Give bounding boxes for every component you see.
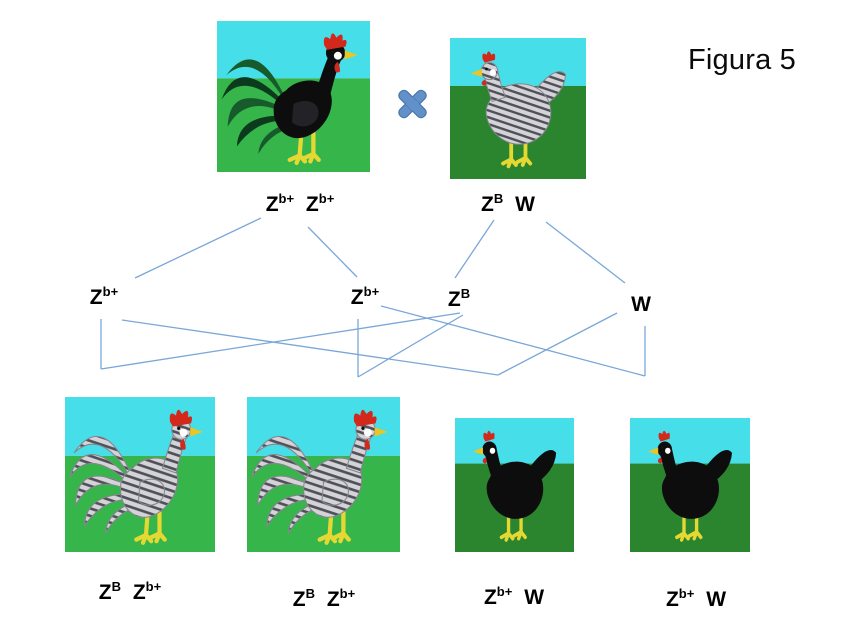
gamete-3-label: ZB — [447, 286, 471, 311]
line-gamete-1-to-offspring-3 — [121, 319, 499, 376]
chicken-svg — [65, 397, 215, 552]
cross-icon — [396, 85, 429, 123]
allele-superscript: b+ — [145, 579, 162, 594]
chicken-svg — [450, 38, 586, 179]
cross-symbol-svg — [398, 89, 427, 119]
offspring-4-genotype-label: Zb+ W — [665, 586, 727, 611]
line-parent-male-allele-1-to-gamete-1 — [134, 217, 262, 279]
line-parent-female-allele-ZB-to-gamete-3 — [454, 219, 495, 279]
allele-superscript: b+ — [278, 191, 295, 206]
line-gamete-2-to-offspring-4 — [380, 305, 646, 377]
chicken-svg — [247, 397, 400, 552]
gamete-2-label: Zb+ — [350, 284, 380, 309]
figure-title: Figura 5 — [688, 44, 796, 76]
offspring-1-image — [65, 397, 215, 552]
offspring-3-genotype-label: Zb+ W — [483, 584, 545, 609]
allele-superscript: b+ — [496, 584, 513, 599]
line-gamete-3-to-offspring-2 — [357, 314, 464, 378]
gamete-1-label: Zb+ — [89, 284, 119, 309]
offspring-1-genotype-label: ZB Zb+ — [98, 579, 162, 604]
allele-superscript: B — [305, 586, 315, 601]
chicken-svg — [630, 418, 750, 552]
line-gamete-3-to-offspring-1 — [100, 312, 461, 370]
allele-superscript: b+ — [339, 586, 356, 601]
line-parent-female-allele-W-to-gamete-4 — [545, 221, 626, 284]
allele-superscript: b+ — [102, 284, 119, 299]
allele-superscript: b+ — [363, 284, 380, 299]
parent-rooster-genotype-label: Zb+ Zb+ — [265, 191, 335, 216]
parent-hen-image — [450, 38, 586, 179]
line-gamete-4-to-offspring-3 — [497, 312, 618, 376]
chicken-svg — [217, 21, 370, 172]
allele-superscript: B — [493, 191, 504, 206]
allele-superscript: B — [111, 579, 121, 594]
chicken-svg — [455, 418, 574, 552]
allele-superscript: B — [460, 286, 471, 301]
offspring-2-image — [247, 397, 400, 552]
gamete-4-label: W — [631, 293, 651, 316]
offspring-4-image — [630, 418, 750, 552]
allele-superscript: b+ — [678, 586, 695, 601]
parent-hen-genotype-label: ZB W — [481, 191, 535, 216]
allele-superscript: b+ — [318, 191, 335, 206]
parent-rooster-image — [217, 21, 370, 172]
offspring-3-image — [455, 418, 574, 552]
offspring-2-genotype-label: ZB Zb+ — [292, 586, 356, 611]
line-parent-male-allele-2-to-gamete-2 — [307, 226, 358, 278]
